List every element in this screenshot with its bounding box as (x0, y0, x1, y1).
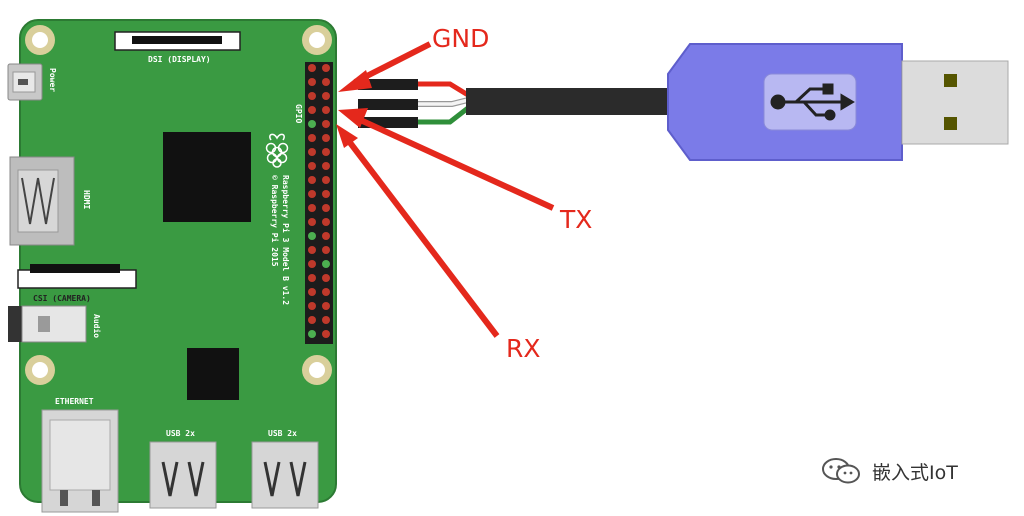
gpio-pin (308, 190, 316, 198)
raspberry-pi-board: DSI (DISPLAY) Power Raspberry Pi 3 Model… (7, 19, 337, 513)
gpio-pin (308, 260, 316, 268)
gpio-pin (322, 64, 330, 72)
gpio-pin (308, 64, 316, 72)
gpio-pin (322, 92, 330, 100)
arrow-tx (338, 108, 555, 211)
model-text-line-1: Raspberry Pi 3 Model B v1.2 (281, 175, 291, 305)
gpio-pin (308, 274, 316, 282)
jumper-housing-tx (358, 99, 418, 110)
usb-port-2 (251, 441, 319, 509)
wire-red (418, 81, 470, 98)
annotation-arrows (336, 41, 555, 338)
gnd-label: GND (432, 24, 489, 53)
gpio-pin (308, 120, 316, 128)
hdmi-port (9, 156, 75, 246)
mounting-hole-top-left (25, 25, 55, 55)
jumper-housing-rx (358, 117, 418, 128)
gpio-header (305, 62, 333, 344)
gpio-pin (308, 134, 316, 142)
gpio-label: GPIO (294, 104, 303, 123)
arrow-rx (336, 124, 500, 338)
jumper-housing-gnd (358, 79, 418, 90)
hdmi-label: HDMI (82, 190, 91, 209)
gpio-pin (322, 162, 330, 170)
mounting-hole-top-right (302, 25, 332, 55)
dsi-connector (114, 31, 241, 51)
gpio-pin (322, 106, 330, 114)
gpio-pin (322, 246, 330, 254)
wire-green (418, 106, 470, 125)
audio-label: Audio (92, 314, 102, 338)
gpio-pin (308, 218, 316, 226)
gpio-pin (308, 162, 316, 170)
gpio-pin (322, 176, 330, 184)
mounting-hole-bottom-right (302, 355, 332, 385)
gpio-pin (322, 134, 330, 142)
power-label: Power (48, 68, 57, 92)
usb-symbol-icon (770, 83, 855, 121)
gpio-pin (308, 302, 316, 310)
gpio-pin (322, 330, 330, 338)
gpio-pin (308, 316, 316, 324)
gpio-pin (322, 288, 330, 296)
gpio-pin (322, 120, 330, 128)
mounting-hole-bottom-left (25, 355, 55, 385)
csi-connector (17, 264, 137, 289)
soc-chip (163, 132, 251, 222)
gpio-pin (322, 190, 330, 198)
usb-serial-cable (466, 88, 676, 115)
usb-serial-adapter (667, 43, 1009, 161)
ethernet-port (41, 409, 119, 513)
audio-jack (8, 305, 87, 343)
gpio-pin (322, 232, 330, 240)
power-port (7, 63, 43, 101)
gpio-pin (322, 274, 330, 282)
usb-a-plug-contact-1 (944, 74, 957, 87)
ethernet-label: ETHERNET (55, 397, 94, 406)
model-text-line-2: © Raspberry Pi 2015 (270, 175, 280, 267)
gpio-pin (308, 288, 316, 296)
usb-a-plug-contact-2 (944, 117, 957, 130)
gpio-pin (308, 176, 316, 184)
gpio-pin (308, 78, 316, 86)
gpio-pin (322, 260, 330, 268)
gpio-pins (308, 64, 330, 338)
gpio-pin (322, 302, 330, 310)
wechat-icon (822, 458, 860, 484)
gpio-pin (308, 148, 316, 156)
arrow-gnd (338, 41, 432, 92)
gpio-pin (308, 92, 316, 100)
jumper-wires (358, 79, 676, 128)
wire-white-core (418, 98, 469, 106)
gpio-pin (322, 78, 330, 86)
watermark-text: 嵌入式IoT (872, 461, 958, 484)
gpio-pin (308, 330, 316, 338)
gpio-pin (308, 232, 316, 240)
usb-a-plug (901, 60, 1009, 145)
usb-label-1: USB 2x (166, 429, 195, 438)
gpio-pin (308, 246, 316, 254)
usb-label-2: USB 2x (268, 429, 297, 438)
gpio-pin (322, 148, 330, 156)
csi-label: CSI (CAMERA) (33, 294, 91, 303)
rx-label: RX (506, 334, 541, 363)
gpio-pin (308, 106, 316, 114)
dsi-label: DSI (DISPLAY) (148, 55, 211, 64)
watermark: 嵌入式IoT (820, 456, 958, 486)
usb-ethernet-chip (187, 348, 239, 400)
gpio-pin (322, 204, 330, 212)
usb-port-1 (149, 441, 217, 509)
gpio-pin (322, 316, 330, 324)
gpio-pin (308, 204, 316, 212)
gpio-pin (322, 218, 330, 226)
raspberry-logo-icon (265, 133, 289, 168)
tx-label: TX (559, 205, 592, 234)
